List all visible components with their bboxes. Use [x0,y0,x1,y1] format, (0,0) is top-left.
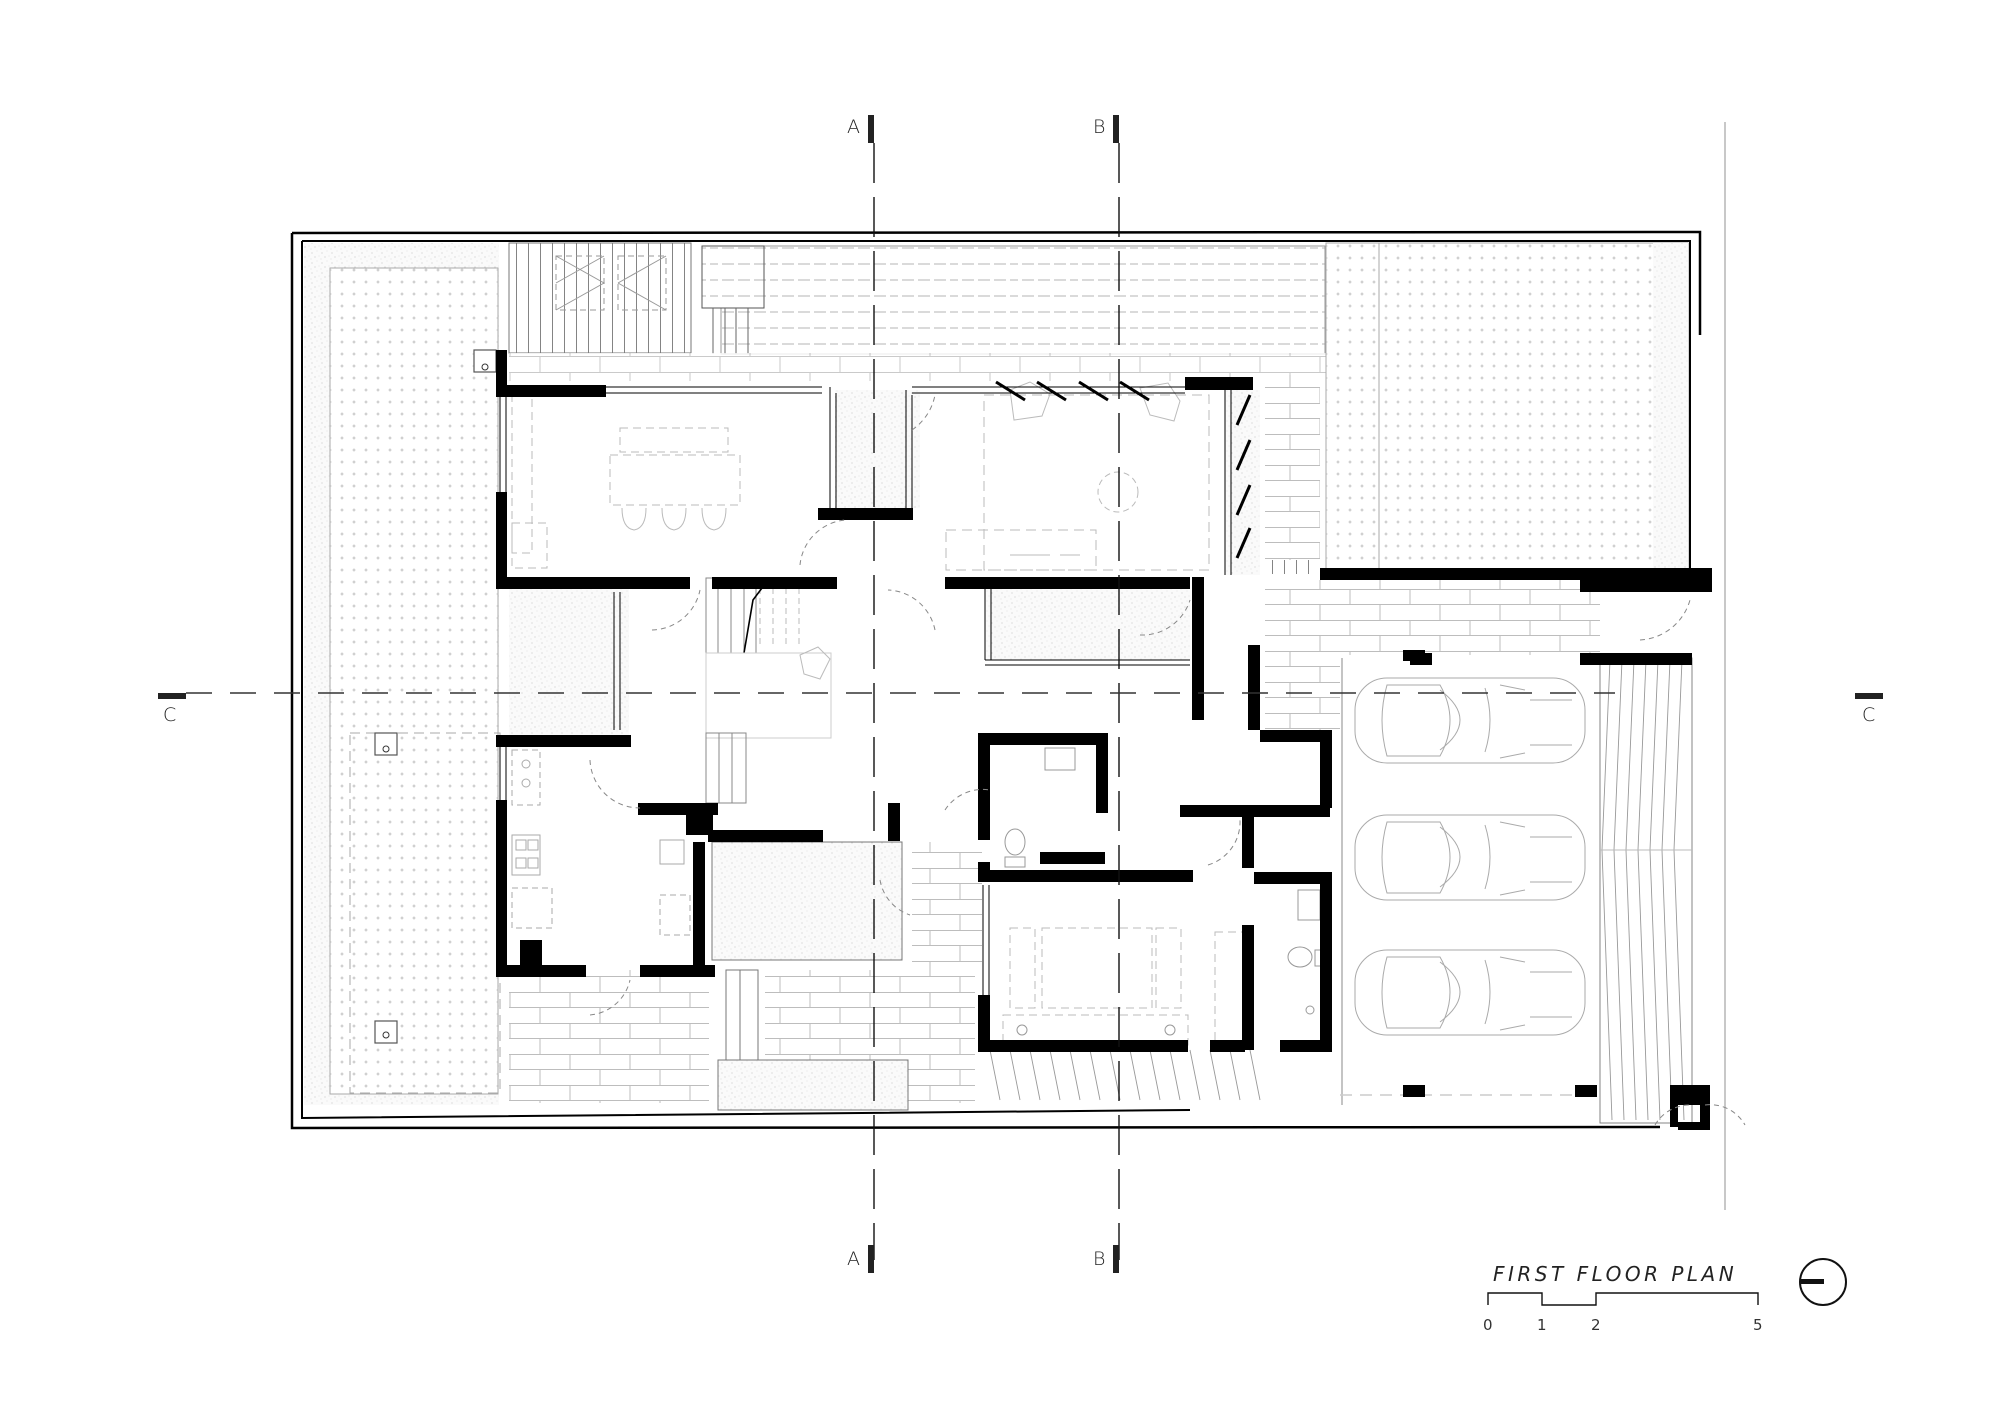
living-room [945,381,1210,571]
car-1 [1354,677,1586,764]
section-label-b-top: B [1093,116,1106,138]
car-3 [1354,949,1586,1036]
dining-kitchen [509,390,829,575]
carport [1340,658,1695,1105]
drawing-title: FIRST FLOOR PLAN [1493,1262,1738,1286]
front-paving [509,375,1600,1111]
kitchen [511,749,691,936]
scale-bar [1487,1292,1759,1306]
section-label-c-right: C [1862,704,1876,726]
section-label-c-left: C [163,704,177,726]
driveway-ramp [989,657,1693,1124]
drain-icon [374,1020,398,1044]
bedroom [1002,927,1246,1048]
north-arrow-icon [1799,1258,1847,1306]
scale-tick-5: 5 [1753,1316,1763,1334]
planter-top [835,390,920,508]
dining-chairs [621,507,727,531]
windows [499,386,1232,995]
bathroom-2 [1287,889,1324,1015]
section-label-b-bottom: B [1093,1248,1106,1270]
walls [496,350,1712,1130]
left-garden [304,243,501,1105]
drain-icon [374,732,398,756]
dining-table [511,392,741,569]
drain-icon [473,349,497,373]
planter-mid [985,585,1190,660]
section-line-c [158,692,1883,699]
scale-tick-1: 1 [1537,1316,1547,1334]
courtyard [711,841,903,961]
folding-doors [995,380,1252,559]
section-label-a-top: A [847,116,861,138]
bedroom-lamps [1016,1024,1176,1036]
planter-left [509,585,629,735]
site-boundary [290,122,1726,1210]
top-deck [508,242,1329,381]
section-line-a [868,115,875,1273]
section-label-a-bottom: A [847,1248,861,1270]
bathroom-1 [1004,747,1076,868]
scale-tick-0: 0 [1483,1316,1493,1334]
car-2 [1354,814,1586,901]
scale-tick-2: 2 [1591,1316,1601,1334]
central-stair [705,577,832,804]
door-swings [589,394,1746,1126]
top-right-garden [1325,242,1689,574]
section-line-b [1113,115,1120,1273]
